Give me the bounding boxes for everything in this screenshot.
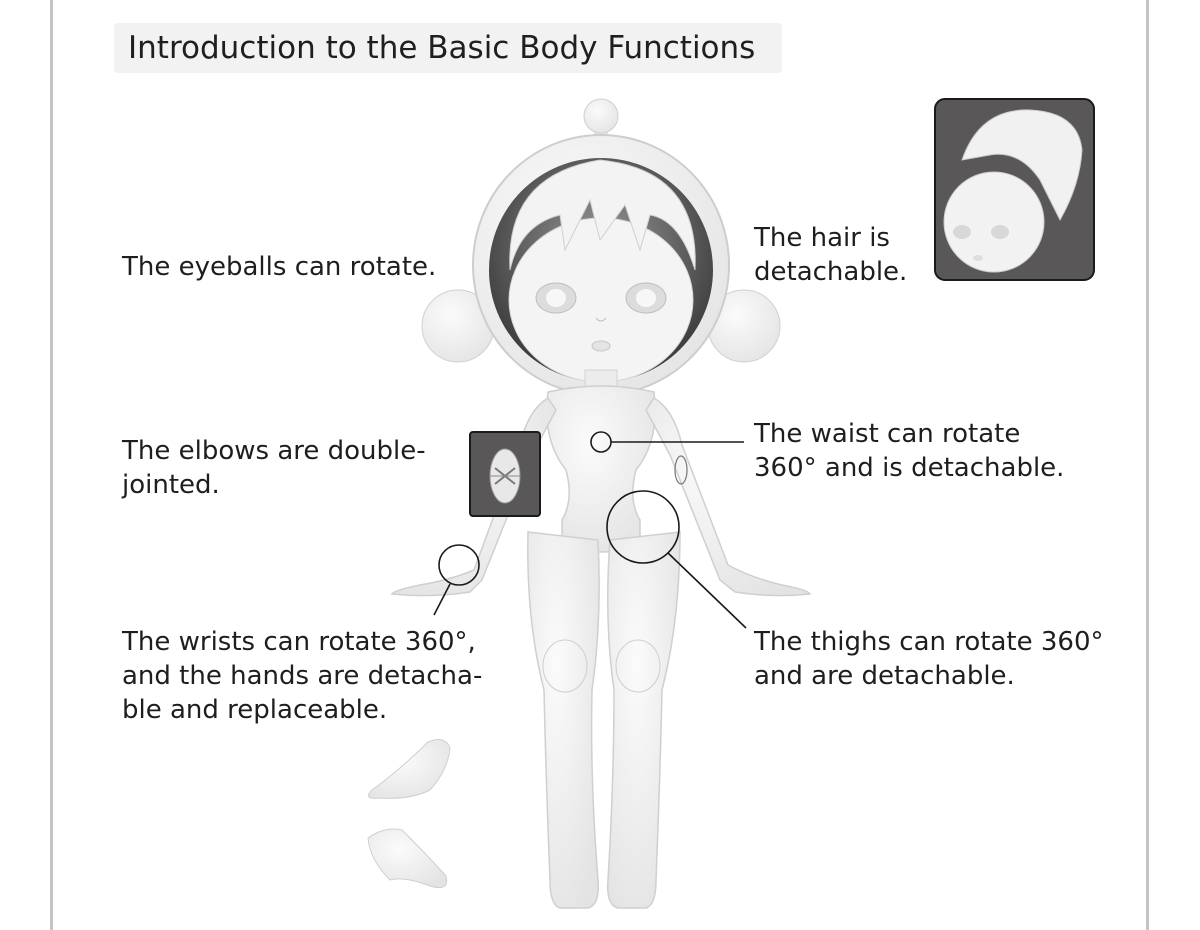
page-border-right — [1146, 0, 1149, 930]
doll-right-leg — [606, 531, 681, 909]
caption-hair-line: The hair is — [754, 223, 890, 253]
section-title: Introduction to the Basic Body Functions — [114, 23, 782, 73]
caption-wrists-line: The wrists can rotate 360°, — [122, 627, 476, 657]
caption-waist-line: 360° and is detachable. — [754, 453, 1065, 483]
doll-right-arm — [645, 396, 812, 597]
doll-head — [508, 159, 696, 383]
elbow-joint-inset — [469, 431, 541, 517]
caption-elbows: The elbows are double- jointed. — [122, 434, 426, 502]
caption-thighs: The thighs can rotate 360° and are detac… — [754, 625, 1104, 693]
caption-elbows-line: jointed. — [122, 470, 220, 500]
callout-lines — [433, 431, 747, 629]
caption-wrists-line: ble and replaceable. — [122, 695, 388, 725]
spare-hand-upper — [367, 739, 451, 799]
section-title-text: Introduction to the Basic Body Functions — [128, 30, 756, 66]
page-border-left — [50, 0, 53, 930]
caption-wrists-line: and the hands are detacha- — [122, 661, 483, 691]
caption-elbows-line: The elbows are double- — [122, 436, 426, 466]
caption-thighs-line: The thighs can rotate 360° — [754, 627, 1104, 657]
spare-hand-lower — [367, 828, 448, 889]
caption-hair-line: detachable. — [754, 257, 908, 287]
caption-hair: The hair is detachable. — [754, 221, 907, 289]
caption-eyeballs-line: The eyeballs can rotate. — [122, 252, 437, 282]
doll-left-leg — [527, 531, 600, 909]
caption-thighs-line: and are detachable. — [754, 661, 1015, 691]
caption-waist-line: The waist can rotate — [754, 419, 1021, 449]
caption-waist: The waist can rotate 360° and is detacha… — [754, 417, 1064, 485]
doll-torso — [546, 385, 656, 553]
caption-wrists: The wrists can rotate 360°, and the hand… — [122, 625, 482, 727]
caption-eyeballs: The eyeballs can rotate. — [122, 250, 436, 284]
hair-detach-inset — [934, 98, 1095, 281]
